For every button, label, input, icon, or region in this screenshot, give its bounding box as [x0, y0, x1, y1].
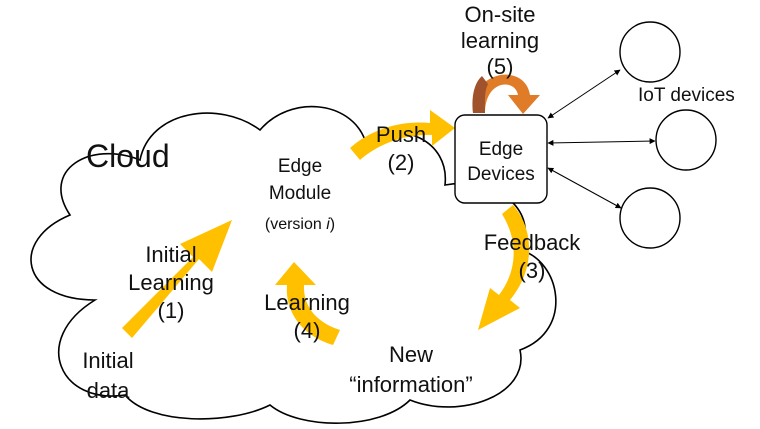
edge-module-line2: Module [268, 183, 332, 204]
learning-label: Learning (4) [252, 292, 362, 342]
iot-connector [547, 167, 622, 209]
onsite-line1: On-site [464, 2, 536, 27]
onsite-learning-label: On-site learning (5) [446, 4, 554, 78]
iot-devices-label: IoT devices [638, 85, 735, 106]
edge-devices-box [454, 114, 548, 204]
initial-learning-arrow [122, 220, 232, 338]
initial-learning-line2: Learning [128, 270, 214, 295]
feedback-text: Feedback [483, 230, 581, 255]
iot-connector [547, 69, 621, 119]
edge-devices-line2: Devices [467, 164, 535, 185]
push-label: Push (2) [366, 124, 436, 174]
push-text: Push [375, 122, 427, 147]
iot-device-circle [655, 109, 717, 171]
iot-connector [547, 138, 656, 146]
new-information-line1: New [388, 342, 433, 367]
initial-data-line1: Initial [82, 348, 134, 373]
onsite-line2: learning [460, 28, 540, 53]
initial-data-line2: data [86, 378, 130, 403]
edge-module-version: (version i) [264, 216, 336, 233]
cloud-title: Cloud [86, 138, 170, 174]
new-information-line2: “information” [349, 372, 473, 397]
iot-device-circle [619, 187, 681, 249]
edge-module-label: Edge Module (version i) [252, 157, 348, 233]
learning-text: Learning [264, 290, 350, 315]
initial-learning-label: Initial Learning (1) [118, 244, 224, 322]
learning-arrow [275, 262, 340, 345]
initial-data-label: Initial data [68, 350, 148, 402]
learning-step: (4) [293, 318, 321, 343]
iot-device-circle [619, 21, 681, 83]
new-information-label: New “information” [336, 344, 486, 396]
feedback-step: (3) [518, 258, 546, 283]
initial-learning-line1: Initial [145, 242, 197, 267]
onsite-step: (5) [486, 54, 514, 79]
edge-devices-line1: Edge [478, 139, 524, 160]
feedback-label: Feedback (3) [472, 232, 592, 282]
edge-devices-label: Edge Devices [455, 140, 547, 184]
push-step: (2) [387, 150, 415, 175]
edge-module-line1: Edge [277, 156, 323, 177]
initial-learning-step: (1) [157, 298, 185, 323]
feedback-arrow [478, 205, 530, 330]
push-arrow [350, 110, 455, 160]
onsite-learning-arrow [472, 74, 540, 114]
